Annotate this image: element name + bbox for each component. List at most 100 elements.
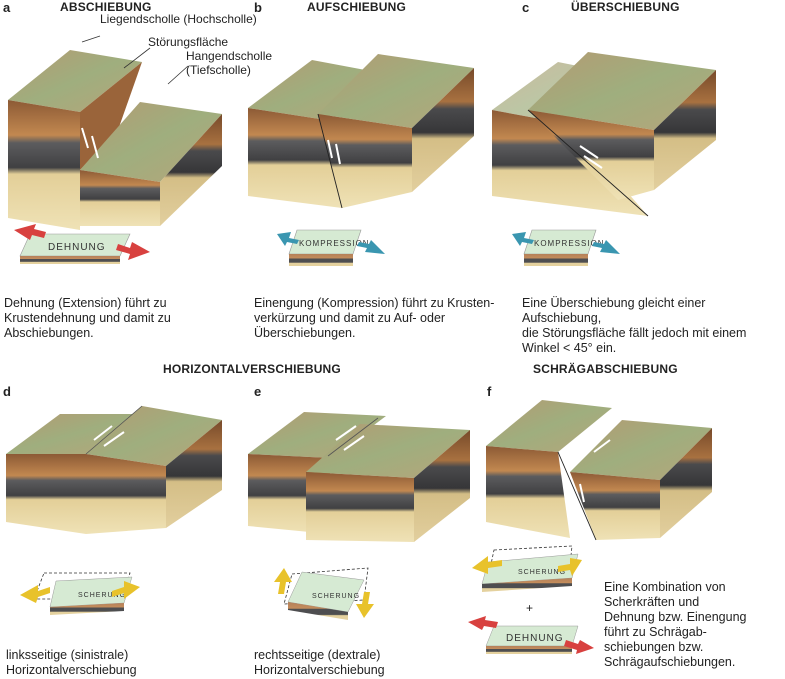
panel-b-title: AUFSCHIEBUNG [307, 0, 407, 14]
footwall-top [8, 50, 142, 112]
panel-f-stress-slabs: SCHERUNG + DEHNUNG [468, 545, 594, 654]
stress-label-bottom: DEHNUNG [506, 633, 564, 644]
section-title-oblique: SCHRÄGABSCHIEBUNG [533, 362, 678, 376]
fault-trace [557, 451, 597, 541]
footwall-top [486, 400, 612, 452]
fault-trace [85, 405, 143, 455]
hangingwall-side [654, 70, 716, 190]
right-block-top [86, 406, 222, 466]
footwall-front [8, 100, 80, 230]
panel-c-title: ÜBERSCHIEBUNG [571, 0, 680, 14]
shear-arrow [593, 439, 611, 453]
right-block-side [166, 420, 222, 528]
shear-arrow-2 [103, 431, 125, 447]
slab-side [289, 254, 353, 266]
slip-arrow [579, 483, 585, 503]
slab-side [482, 578, 572, 592]
compression-arrow-right [357, 240, 385, 254]
hangingwall-side [412, 68, 474, 192]
hangingwall-front [528, 110, 654, 200]
slab-outline [283, 567, 369, 605]
panel-f-label: f [487, 384, 492, 399]
stress-label: KOMPRESSION [534, 239, 605, 248]
panel-c-caption: Eine Überschiebung gleicht einer Aufschi… [522, 296, 747, 355]
panel-b-caption: Einengung (Kompression) führt zu Krusten… [254, 296, 495, 340]
section-title-horizontal: HORIZONTALVERSCHIEBUNG [163, 362, 341, 376]
panel-f-block-diagram [486, 400, 712, 541]
panel-b-label: b [254, 0, 262, 15]
panel-c-block-diagram [492, 52, 716, 217]
right-block-front [306, 472, 414, 542]
annotation-hangingwall: Hangendscholle (Tiefscholle) [186, 49, 273, 77]
stress-label: SCHERUNG [312, 593, 360, 600]
compression-arrow-left [277, 232, 299, 246]
extension-arrow-right [564, 640, 594, 654]
fault-trace [527, 109, 649, 217]
panel-a-label: a [3, 0, 11, 15]
slip-arrow-up [81, 127, 89, 149]
footwall-front [486, 446, 570, 538]
stress-label: DEHNUNG [48, 242, 106, 253]
hangingwall-front [80, 170, 160, 226]
fault-trace [327, 417, 379, 457]
hangingwall-top [570, 420, 712, 480]
footwall-front [248, 108, 342, 208]
footwall-top [248, 60, 376, 120]
panel-b-block-diagram [248, 54, 474, 209]
hangingwall-front [318, 114, 412, 208]
fault-plane [80, 62, 142, 170]
left-block-front [6, 454, 86, 534]
left-block-top [248, 412, 386, 458]
shear-arrow-right [558, 558, 582, 576]
slab-side [50, 603, 124, 615]
compression-arrow-right [592, 240, 620, 254]
panel-e-caption: rechtsseitige (dextrale) Horizontalversc… [254, 648, 385, 677]
leader-hangingwall [167, 65, 189, 85]
shear-arrow-left [20, 585, 50, 603]
leader-footwall [81, 35, 101, 43]
fault-trace [317, 113, 343, 209]
shear-arrow-left [472, 556, 502, 574]
panel-a-block-diagram [8, 35, 222, 230]
panel-a-caption: Dehnung (Extension) führt zu Krustendehn… [4, 296, 171, 340]
slip-arrow-down [335, 143, 341, 165]
slip-arrow-up [579, 145, 599, 159]
annotation-footwall: Liegendscholle (Hochscholle) [100, 12, 257, 26]
panel-d-stress-slab: SCHERUNG [20, 572, 140, 615]
right-block-side [414, 430, 470, 542]
panel-e-stress-slab: SCHERUNG [274, 567, 374, 620]
shear-arrow-left [274, 568, 292, 594]
panel-e-block-diagram [248, 412, 470, 542]
panel-a-title: ABSCHIEBUNG [60, 0, 152, 14]
shear-arrow-2 [343, 435, 365, 451]
left-block-top [6, 414, 142, 454]
panel-d-caption: linksseitige (sinistrale) Horizontalvers… [6, 648, 137, 677]
panel-d-block-diagram [6, 405, 222, 534]
slab2-side [486, 646, 572, 654]
shear-arrow-right [112, 581, 140, 599]
panel-b-stress-slab: KOMPRESSION [277, 229, 385, 266]
leader-fault [123, 47, 151, 69]
slab-side [288, 602, 348, 620]
stress-label-top: SCHERUNG [518, 569, 566, 576]
stress-label: SCHERUNG [78, 592, 126, 599]
slip-arrow-up [327, 139, 333, 159]
panel-f-caption: Eine Kombination von Scherkräften und De… [604, 580, 747, 669]
panel-c-stress-slab: KOMPRESSION [512, 229, 620, 266]
hangingwall-front [570, 472, 660, 540]
annotation-fault-plane: Störungsfläche [148, 35, 229, 49]
extension-arrow-right [116, 242, 150, 260]
panel-a-stress-slab: DEHNUNG [14, 224, 150, 264]
compression-arrow-left [512, 232, 534, 246]
right-block-top [306, 424, 470, 478]
stress-label: KOMPRESSION [299, 239, 370, 248]
hangingwall-top [80, 102, 222, 182]
plus-sign: + [526, 601, 533, 615]
panel-d-label: d [3, 384, 11, 399]
shear-arrow-right [356, 592, 374, 618]
hangingwall-top [318, 54, 474, 128]
right-block-front [86, 454, 166, 534]
hangingwall-top [528, 52, 716, 130]
hangingwall-side [660, 428, 712, 538]
extension-arrow-left [14, 224, 46, 240]
